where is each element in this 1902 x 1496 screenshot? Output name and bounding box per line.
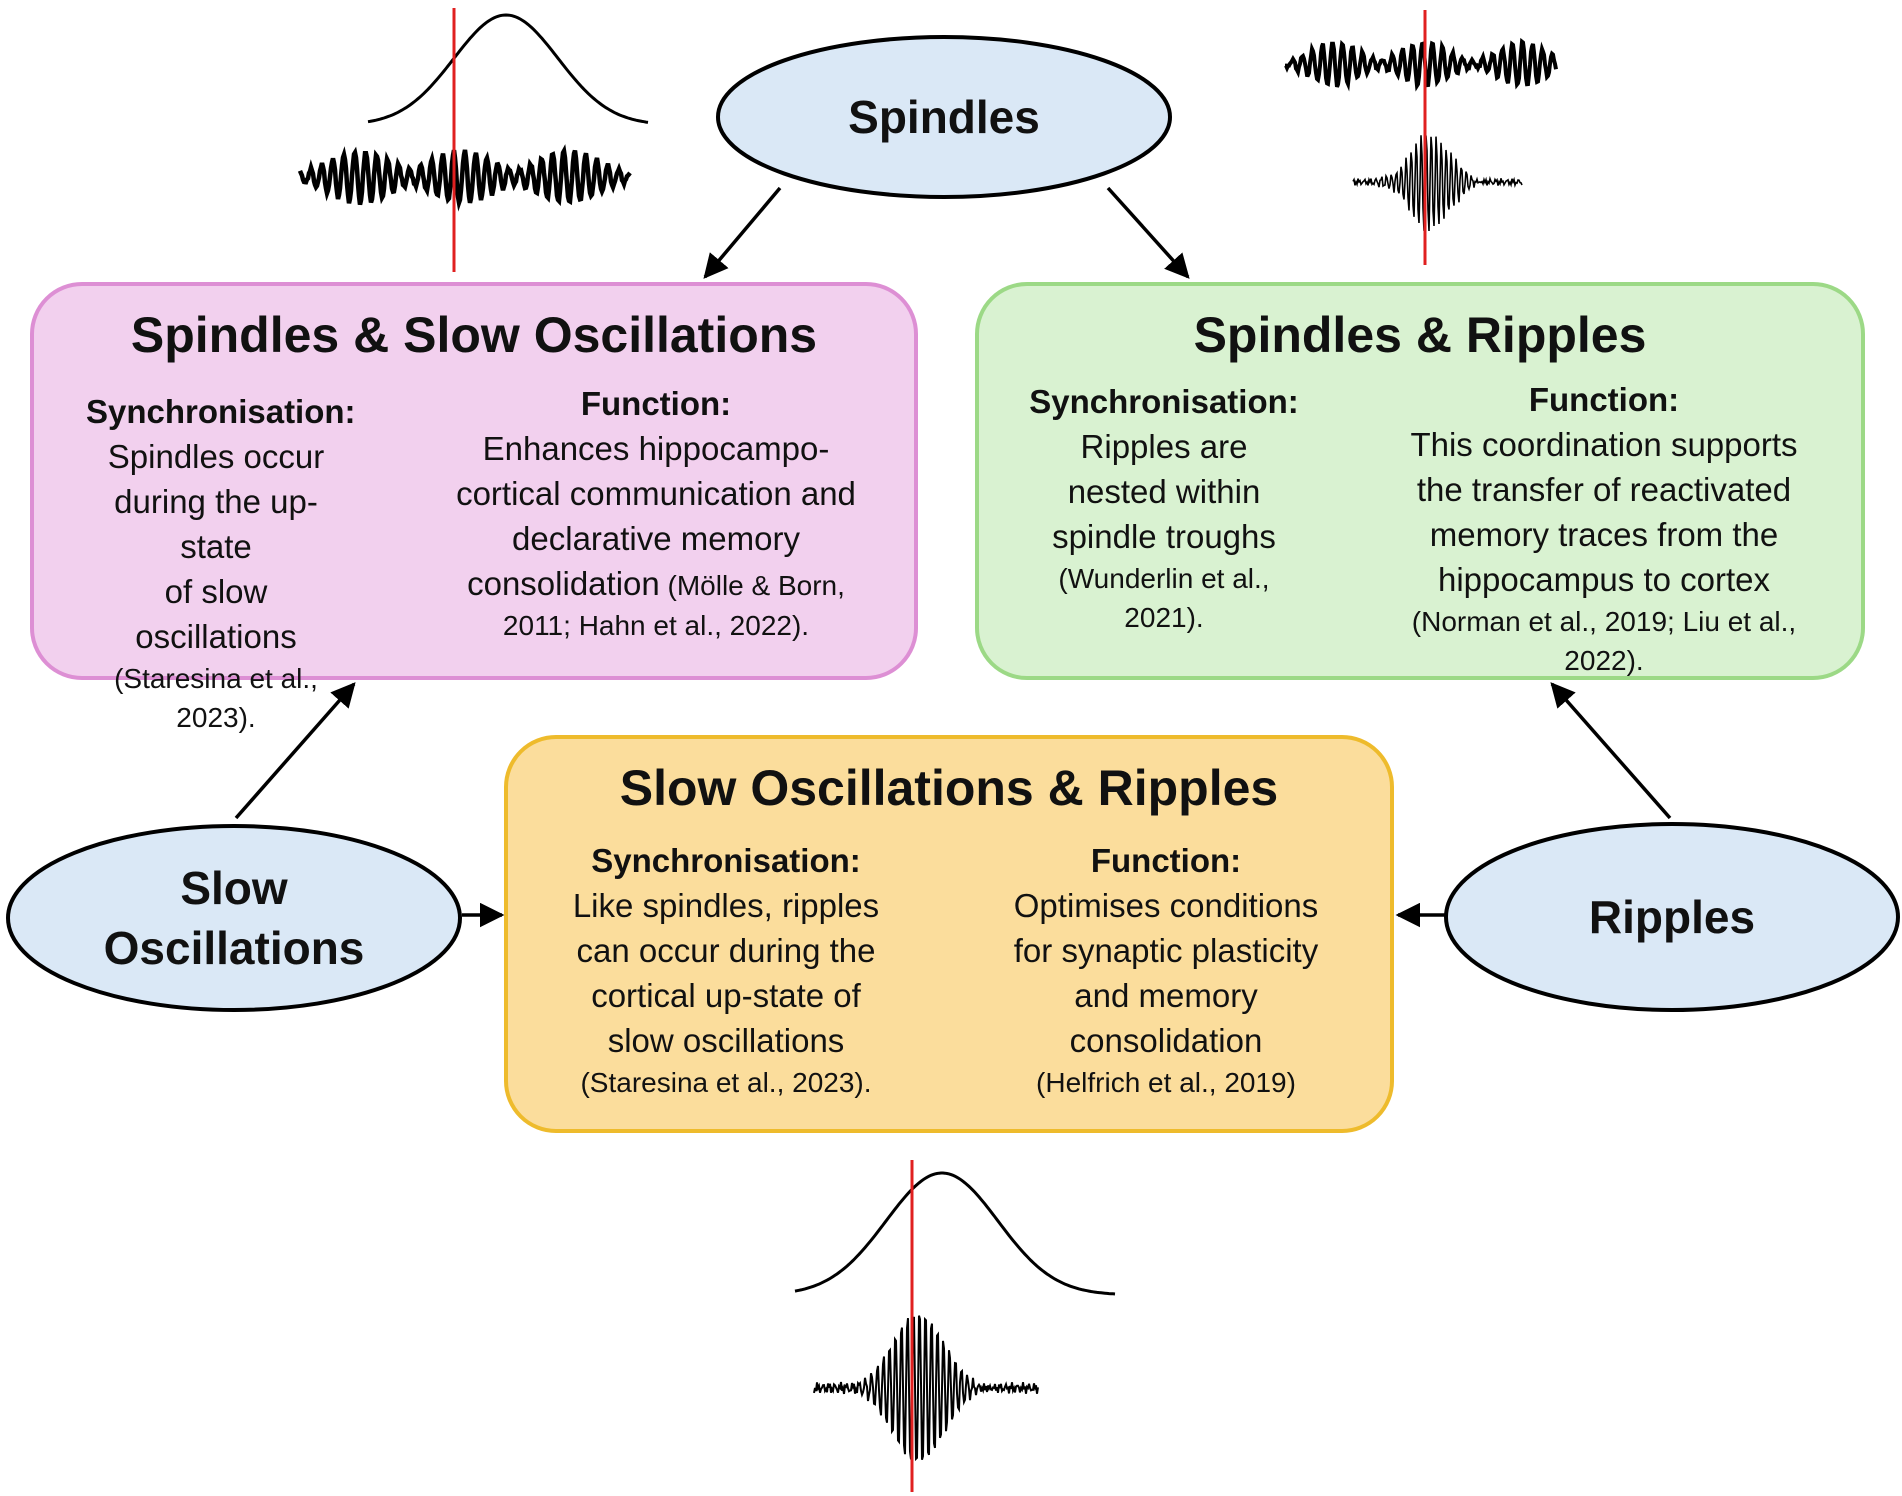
sync-column: Synchronisation: Ripples are nested with… (1019, 380, 1309, 637)
arrow-slow-osc-to-so-spindles (234, 682, 356, 820)
ripple-trace (1352, 135, 1523, 232)
function-text: Optimises conditions for synaptic plasti… (1013, 887, 1319, 1059)
sync-column: Synchronisation: Like spindles, ripples … (556, 839, 896, 1102)
spindles-node: Spindles (718, 37, 1170, 197)
spindle-trace (1284, 37, 1558, 92)
sync-heading: Synchronisation: (591, 842, 861, 879)
sync-citation: (Wunderlin et al., 2021). (1058, 563, 1270, 633)
function-last-line: consolidation (Mölle & Born, (426, 561, 886, 606)
sync-heading: Synchronisation: (1029, 383, 1299, 420)
slow-wave-curve (794, 1171, 1116, 1296)
waveform-slow-osc-spindles (297, 8, 649, 272)
spindles-label: Spindles (848, 91, 1040, 143)
sync-citation: (Staresina et al., 2023). (580, 1067, 872, 1098)
spindle-trace (297, 144, 632, 212)
box-slow-oscillations-ripples: Slow Oscillations & Ripples Synchronisat… (504, 735, 1394, 1133)
ripples-label: Ripples (1588, 891, 1756, 943)
slow-oscillations-ellipse (6, 824, 462, 1012)
function-heading: Function: (1090, 842, 1242, 879)
function-citation: (Helfrich et al., 2019) (1036, 1067, 1296, 1098)
function-column: Function: This coordination supports the… (1379, 378, 1829, 680)
ripple-trace (813, 1315, 1039, 1462)
spindles-ellipse (716, 35, 1172, 199)
function-text: Enhances hippocampo- cortical communicat… (456, 430, 856, 557)
sync-text: Like spindles, ripples can occur during … (572, 887, 880, 1059)
sync-column: Synchronisation: Spindles occur during t… (86, 390, 356, 737)
slow-oscillations-node: Slow Oscillations (8, 826, 460, 1010)
waveform-slow-osc-ripples (794, 1160, 1116, 1492)
function-citation-inline: (Mölle & Born, (659, 570, 845, 601)
box-title: Spindles & Slow Oscillations (130, 307, 818, 363)
function-citation: (Norman et al., 2019; Liu et al., 2022). (1411, 606, 1797, 676)
sync-heading: Synchronisation: (86, 393, 356, 430)
slow-oscillations-label: Slow Oscillations (103, 862, 365, 974)
function-heading: Function: (1528, 381, 1680, 418)
sync-text: Ripples are nested within spindle trough… (1052, 428, 1276, 555)
box-spindles-slow-oscillations: Spindles & Slow Oscillations Synchronisa… (30, 282, 918, 733)
box-title: Spindles & Ripples (1193, 307, 1647, 363)
box-spindles-ripples: Spindles & Ripples Synchronisation: Ripp… (975, 282, 1865, 680)
ripples-ellipse (1444, 822, 1900, 1012)
ripples-node: Ripples (1446, 824, 1898, 1010)
box-title: Slow Oscillations & Ripples (619, 760, 1279, 816)
sync-text: Spindles occur during the up-state of sl… (107, 438, 325, 655)
function-column: Function: Optimises conditions for synap… (986, 839, 1346, 1102)
function-citation: 2011; Hahn et al., 2022). (502, 610, 810, 641)
function-last-text: consolidation (467, 565, 660, 602)
sync-citation: (Staresina et al., 2023). (114, 663, 318, 733)
function-heading: Function: (580, 385, 732, 422)
function-text: This coordination supports the transfer … (1410, 426, 1798, 598)
function-column: Function: Enhances hippocampo- cortical … (426, 382, 886, 645)
waveform-spindles-ripples (1284, 10, 1558, 265)
arrow-spindles-to-so-spindles (703, 186, 782, 279)
arrow-spindles-to-spindles-ripples (1106, 186, 1190, 279)
arrow-ripples-to-spindles-ripples (1550, 682, 1672, 820)
slow-wave-curve (367, 13, 649, 124)
